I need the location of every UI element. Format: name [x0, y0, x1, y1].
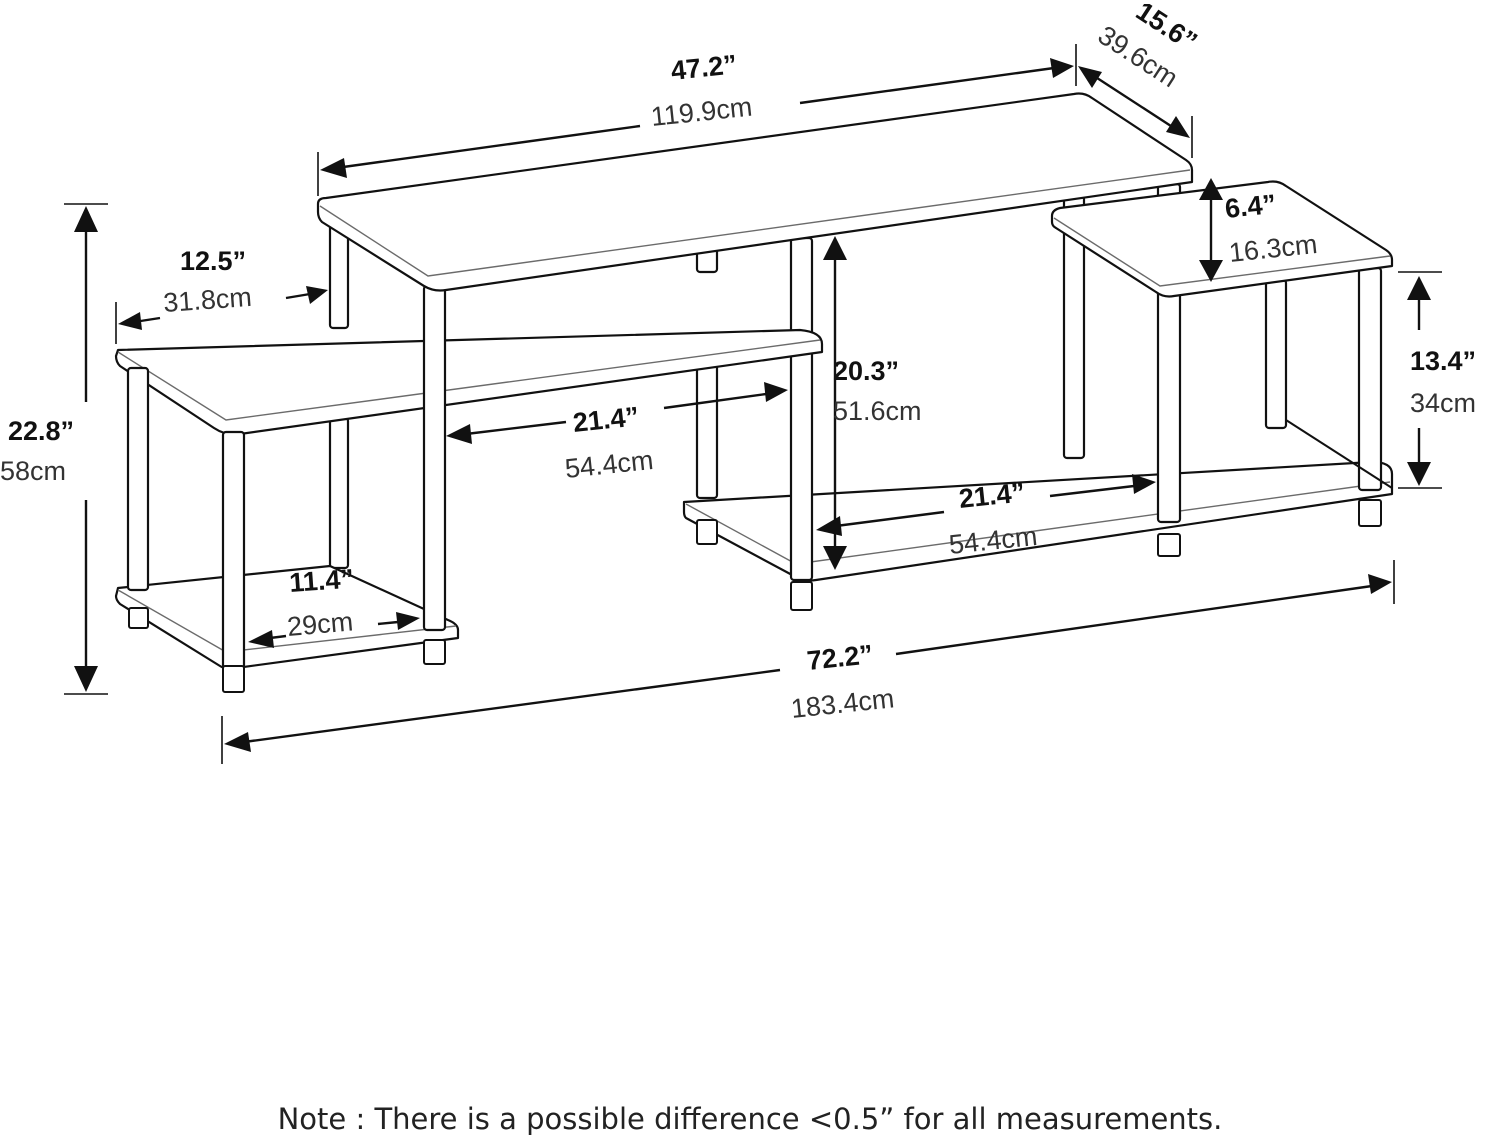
middle-width-cm: 54.4cm	[563, 445, 654, 484]
back-legs	[328, 194, 1288, 570]
top-depth-arrow	[1078, 66, 1193, 158]
center-height-cm: 51.6cm	[833, 396, 922, 426]
measurement-note: Note : There is a possible difference <0…	[277, 1102, 1223, 1136]
left-shelf-width-cm: 29cm	[286, 606, 354, 642]
total-height-inch: 22.8”	[8, 416, 74, 446]
side-clearance-arrow	[1398, 271, 1442, 489]
top-shelf	[316, 92, 1194, 292]
top-width-arrow	[317, 44, 1077, 196]
left-depth-inch: 12.5”	[180, 246, 246, 276]
front-legs	[126, 284, 447, 670]
dimension-lines	[64, 44, 1442, 764]
side-height-arrow	[1199, 178, 1223, 282]
side-clearance-inch: 13.4”	[1410, 346, 1476, 376]
tv-stand-drawing	[114, 92, 1394, 693]
side-top-shelf	[1050, 180, 1394, 298]
left-depth-arrow	[115, 286, 328, 344]
total-width-cm: 183.4cm	[789, 683, 895, 724]
total-height-cm: 58cm	[0, 456, 66, 486]
center-height-inch: 20.3”	[833, 356, 899, 386]
left-shelf-width-arrow	[248, 612, 420, 648]
lower-width-inch: 21.4”	[957, 477, 1026, 514]
side-clearance-cm: 34cm	[1410, 388, 1476, 418]
left-shelf-width-inch: 11.4”	[288, 564, 354, 598]
total-height-arrow	[64, 203, 108, 695]
total-width-inch: 72.2”	[805, 639, 874, 676]
feet	[128, 499, 1382, 693]
left-depth-cm: 31.8cm	[162, 282, 252, 318]
center-height-arrow	[823, 236, 847, 570]
middle-width-inch: 21.4”	[571, 401, 640, 438]
total-width-arrow	[221, 560, 1395, 764]
middle-width-arrow	[446, 382, 788, 444]
side-height-inch: 6.4”	[1223, 189, 1277, 224]
lower-width-arrow	[816, 474, 1156, 536]
top-width-cm: 119.9cm	[649, 92, 753, 132]
right-shelf-edge	[1285, 419, 1393, 489]
top-width-inch: 47.2”	[669, 49, 738, 86]
